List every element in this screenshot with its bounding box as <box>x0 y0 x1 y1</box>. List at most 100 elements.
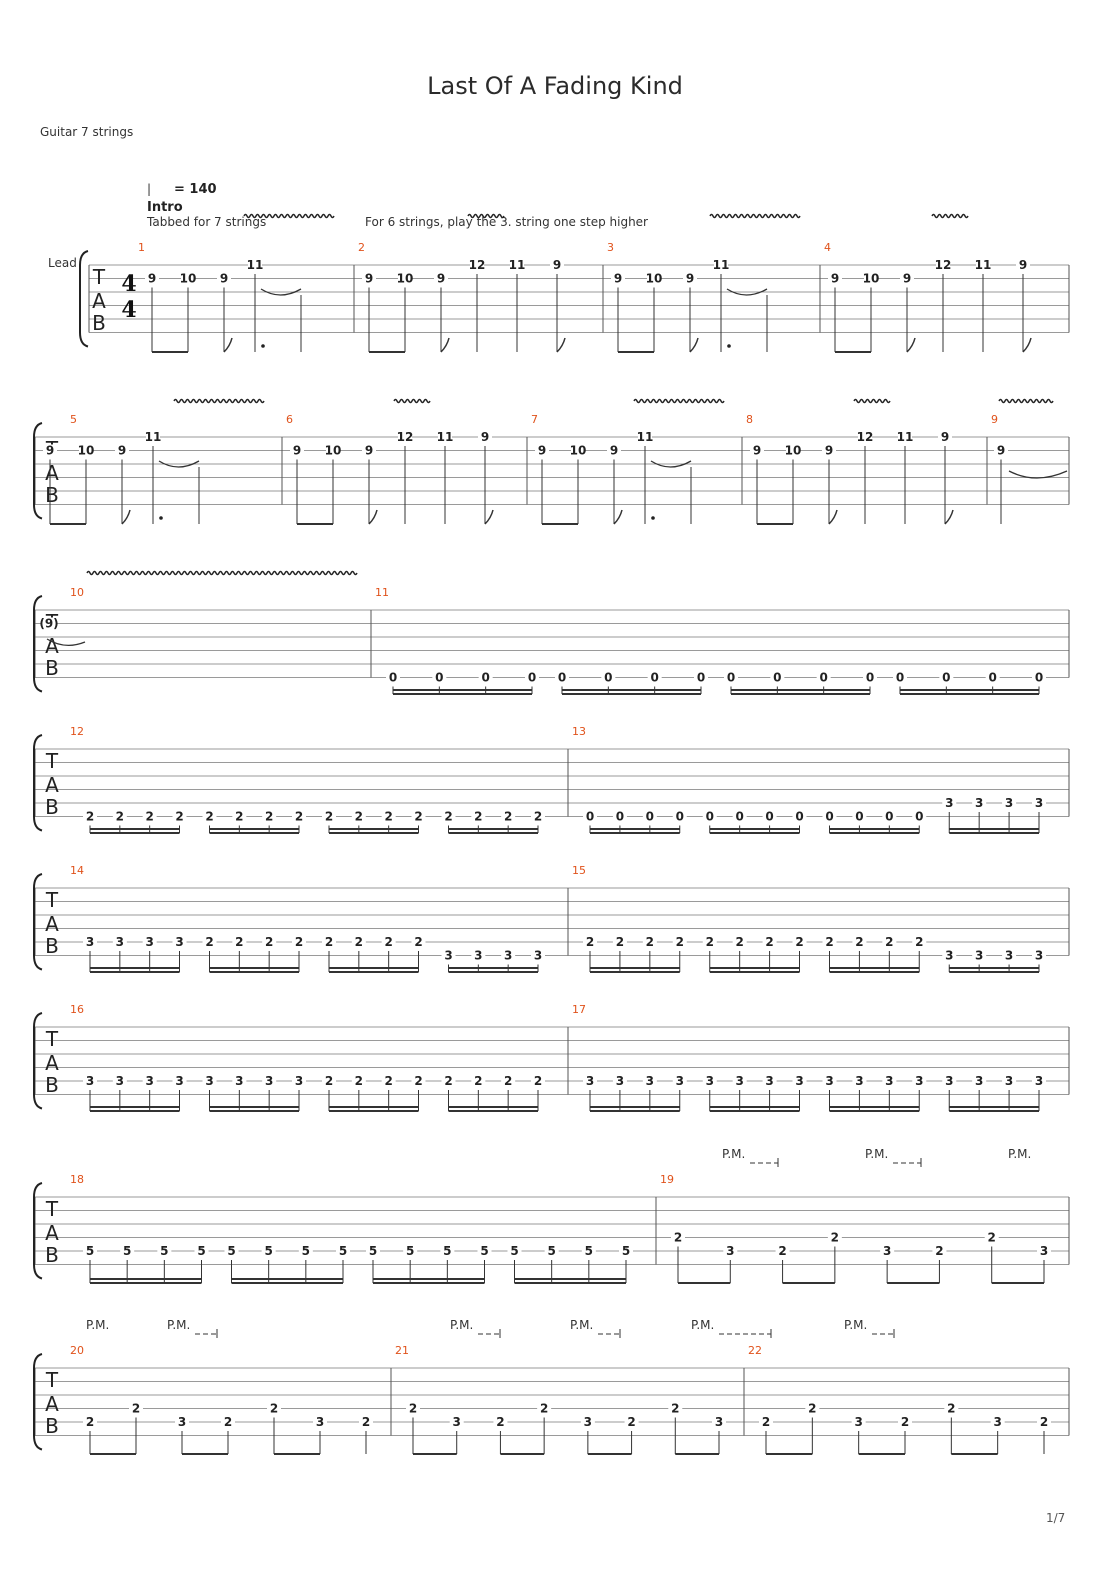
fret-number: 2 <box>885 935 893 949</box>
fret-number: 2 <box>265 810 273 824</box>
fret-background <box>984 1231 999 1244</box>
fret-number: 12 <box>935 258 952 272</box>
fret-number: 2 <box>1040 1415 1048 1429</box>
fret-number: 11 <box>637 430 654 444</box>
fret-number: 10 <box>180 272 197 286</box>
fret-background <box>501 1075 516 1087</box>
fret-background <box>583 1075 597 1087</box>
fret-number: 9 <box>614 272 622 286</box>
time-signature-bottom: 4 <box>121 297 136 323</box>
fret-background <box>202 810 217 823</box>
fret-background <box>759 1416 773 1428</box>
fret-number: 3 <box>265 1074 273 1088</box>
tie-arc <box>260 288 302 296</box>
tab-letter-a: A <box>45 1221 59 1245</box>
tab-letter-t: T <box>92 265 106 289</box>
fret-number: 0 <box>819 671 827 685</box>
fret-background <box>477 1245 492 1257</box>
fret-number: 3 <box>715 1415 723 1429</box>
fret-number: 3 <box>584 1415 592 1429</box>
fret-number: 0 <box>735 810 743 824</box>
fret-background <box>723 1245 738 1257</box>
fret-number: 3 <box>474 949 482 963</box>
fret-background <box>1032 949 1046 962</box>
fret-number: 5 <box>339 1244 347 1258</box>
fret-number: 9 <box>538 444 546 458</box>
fret-number: 3 <box>975 1074 983 1088</box>
fret-number: 9 <box>903 272 911 286</box>
fret-number: 2 <box>762 1415 770 1429</box>
bar-number: 11 <box>375 586 389 599</box>
fret-number: 0 <box>706 810 714 824</box>
system-bracket <box>33 1012 43 1110</box>
fret-number: 2 <box>205 935 213 949</box>
fret-number: 2 <box>384 1074 392 1088</box>
fret-number: 9 <box>553 258 561 272</box>
bar-number: 14 <box>70 864 84 877</box>
vibrato-mark <box>393 398 431 404</box>
fret-number: 0 <box>389 671 397 685</box>
bar-number: 2 <box>358 241 365 254</box>
fret-number: 2 <box>86 810 94 824</box>
note-flag <box>906 337 916 353</box>
fret-background <box>525 671 539 684</box>
fret-background <box>386 671 400 684</box>
vibrato-mark <box>86 570 358 576</box>
fret-number: 2 <box>295 935 303 949</box>
fret-background <box>792 1075 807 1087</box>
fret-number: 2 <box>825 935 833 949</box>
fret-number: 2 <box>586 935 594 949</box>
fret-number: 0 <box>435 671 443 685</box>
vibrato-mark <box>853 398 891 404</box>
fret-number: 2 <box>496 1415 504 1429</box>
fret-number: 0 <box>795 810 803 824</box>
fret-number: 3 <box>205 1074 213 1088</box>
bar-number: 3 <box>607 241 614 254</box>
tab-letter-b: B <box>45 1243 59 1267</box>
fret-number: 9 <box>148 272 156 286</box>
fret-background <box>786 444 800 457</box>
fret-number: 0 <box>727 671 735 685</box>
time-signature-top: 4 <box>121 271 136 297</box>
note-flag <box>484 509 494 525</box>
note-flag <box>828 509 838 525</box>
fret-number: 2 <box>735 935 743 949</box>
fret-number: 0 <box>646 810 654 824</box>
fret-background <box>942 949 957 962</box>
fret-number: 9 <box>686 272 694 286</box>
fret-background <box>762 810 777 823</box>
fret-background <box>882 1075 897 1087</box>
fret-number: 2 <box>915 935 923 949</box>
tab-letter-a: A <box>45 461 59 485</box>
note-flag <box>440 337 450 353</box>
fret-background <box>851 1416 866 1428</box>
fret-background <box>638 431 652 443</box>
fret-background <box>157 1245 172 1257</box>
note-flag <box>613 509 623 525</box>
fret-number: 3 <box>453 1415 461 1429</box>
fret-number: 3 <box>975 796 983 810</box>
fret-background <box>942 1075 957 1087</box>
fret-number: 5 <box>585 1244 593 1258</box>
fret-background <box>441 810 456 823</box>
tab-letter-a: A <box>45 634 59 658</box>
fret-background <box>762 936 777 948</box>
fret-number: 10 <box>325 444 342 458</box>
fret-number: 2 <box>627 1415 635 1429</box>
bar-number: 1 <box>138 241 145 254</box>
fret-number: (9) <box>39 617 58 631</box>
bar-number: 6 <box>286 413 293 426</box>
fret-background <box>694 671 708 684</box>
fret-background <box>611 272 625 285</box>
fret-background <box>434 272 448 285</box>
fret-number: 3 <box>855 1074 863 1088</box>
system-bracket <box>33 1182 43 1280</box>
note-flag <box>689 337 699 353</box>
song-title: Last Of A Fading Kind <box>427 72 683 100</box>
fret-number: 2 <box>901 1415 909 1429</box>
fret-background <box>322 1075 336 1087</box>
fret-background <box>292 1075 306 1087</box>
fret-background <box>972 1075 987 1087</box>
fret-background <box>478 671 493 684</box>
fret-number: 9 <box>46 444 54 458</box>
